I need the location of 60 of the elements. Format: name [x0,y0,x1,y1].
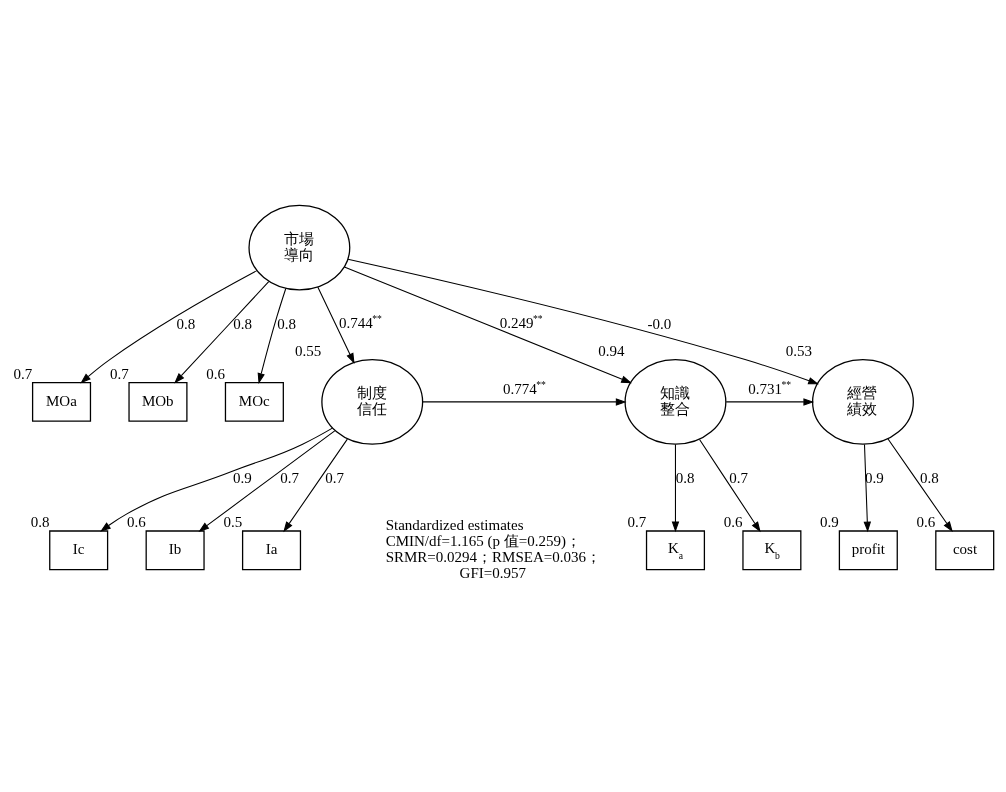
edge-label: 0.8 [675,470,694,486]
edge-label: 0.7 [728,470,748,486]
arrow [698,438,761,533]
arrow [346,258,819,385]
node-ellipse: 市場導向 [247,204,350,291]
arrow [343,266,632,384]
node-box: MOb [127,381,188,422]
label: SRMR=0.0294；RMSEA=0.036； [385,549,601,566]
node-ellipse: 制度信任 [320,358,423,445]
edge-label: 0.731$^{**}$ [747,379,791,397]
node-ellipse: 知識整合 [623,358,726,445]
node-label: 0.5 [223,513,242,530]
node-label: 0.6 [126,513,146,530]
edge-label: 0.8 [232,315,252,332]
arrow [79,270,258,384]
node-box: K$_{b}$ [741,530,801,571]
edge-label: 0.8 [919,470,939,486]
label: CMIN/df=1.165 (p 值=0.259)； [385,533,581,550]
node-label: 0.53 [785,342,812,359]
arrow [197,430,335,532]
edge-label: -0.0 [647,315,671,332]
node-box: MOc [224,381,284,422]
node-box: cost [934,530,994,571]
node-ellipse: 經營績效 [811,358,914,445]
arrow [282,438,348,533]
arrow [671,443,679,533]
arrow [863,443,871,533]
node-label: 0.7 [627,513,646,530]
node-box: K$_{a}$ [645,530,705,571]
arrow [257,287,286,384]
edge-label: 0.9 [232,470,252,486]
arrow [725,398,814,406]
arrow [316,286,355,364]
node-label: 0.9 [819,513,839,530]
node-label: 0.8 [30,513,49,530]
label: Standardized estimates [385,517,524,534]
node-box: MOa [31,381,91,422]
edge-label: 0.7 [324,470,344,486]
node-label: 0.6 [205,365,225,382]
edge-label: 0.249$^{**}$ [499,313,543,331]
arrow [421,398,627,406]
label: GFI=0.957 [459,565,526,582]
node-box: profit [838,530,898,571]
node-label: 0.94 [597,342,625,359]
node-box: Ia [241,530,301,571]
node-box: Ic [48,530,108,571]
arrow [99,427,333,532]
node-label: 0.6 [916,513,935,530]
node-label: 0.55 [294,342,321,359]
node-label: 0.6 [723,513,742,530]
node-label: 0.7 [109,365,129,382]
node-label: 0.7 [13,365,32,382]
arrow [886,438,953,533]
edge-label: 0.744$^{**}$ [338,313,382,331]
edge-label: 0.8 [175,315,195,332]
node-box: Ib [145,530,205,571]
edge-label: 0.774$^{**}$ [502,379,546,397]
edge-label: 0.8 [276,315,296,332]
arrow [173,281,269,384]
edge-label: 0.7 [279,470,299,486]
